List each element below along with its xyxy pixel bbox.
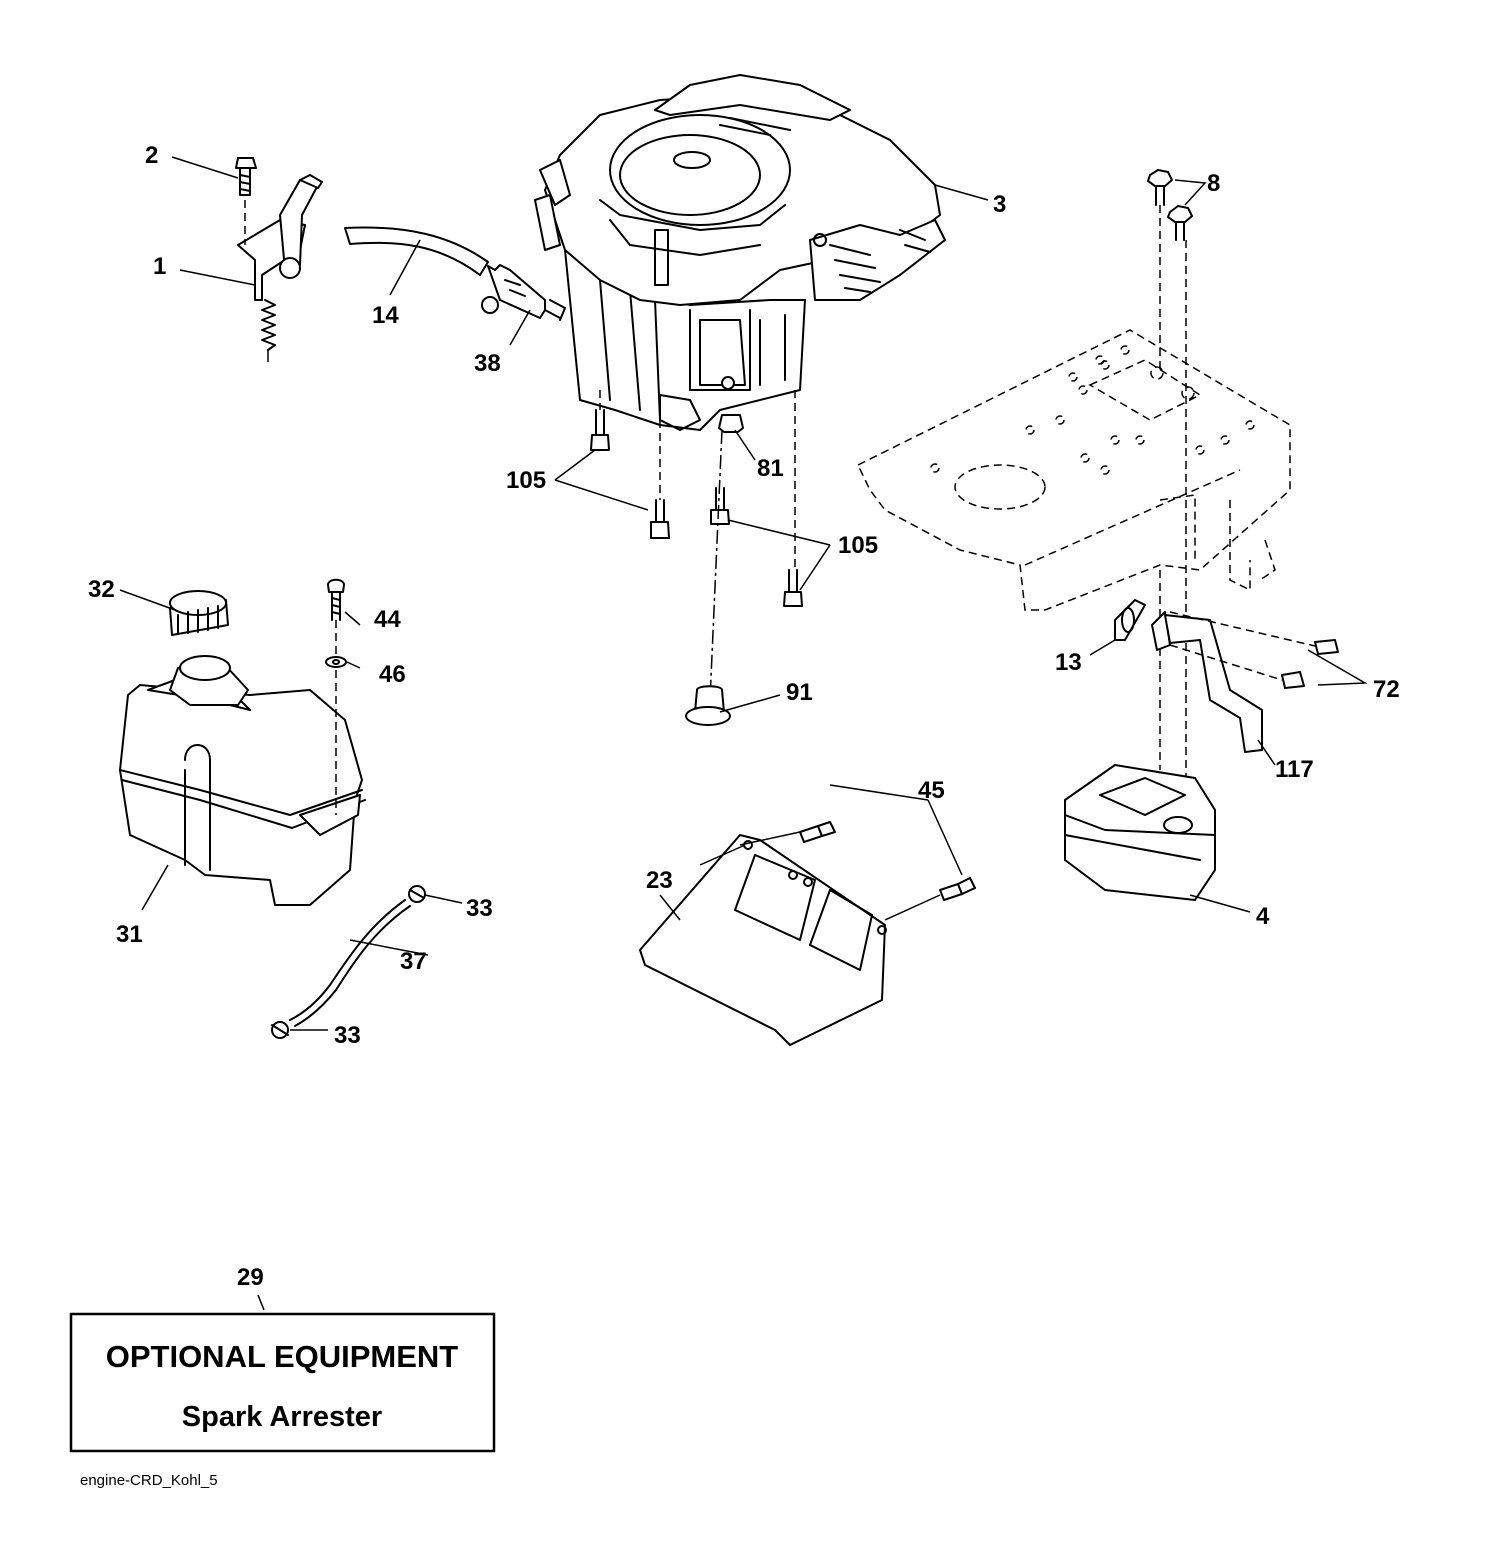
fuel-hose — [271, 885, 426, 1039]
fuel-tank — [119, 590, 366, 906]
callout-13: 13 — [1055, 649, 1082, 676]
engine — [534, 74, 946, 431]
frame — [857, 329, 1291, 611]
muffler-screws — [1147, 169, 1193, 790]
callout-labels: 2 1 3 8 14 38 105 81 105 91 13 72 117 4 … — [88, 142, 1400, 1291]
callout-38: 38 — [474, 350, 501, 377]
callout-32: 32 — [88, 576, 115, 603]
callout-105b: 105 — [838, 532, 878, 559]
callout-1: 1 — [153, 253, 166, 280]
leader-lines — [119, 156, 1368, 1311]
callout-91: 91 — [786, 679, 813, 706]
callout-37: 37 — [400, 948, 427, 975]
throttle-control — [235, 157, 323, 362]
fuel-line-and-filter — [344, 226, 566, 321]
callout-105a: 105 — [506, 467, 546, 494]
callout-31: 31 — [116, 921, 143, 948]
callout-46: 46 — [379, 661, 406, 688]
callout-2: 2 — [145, 142, 158, 169]
optional-equipment-subtitle: Spark Arrester — [182, 1401, 382, 1433]
callout-8: 8 — [1207, 170, 1220, 197]
callout-117: 117 — [1275, 756, 1314, 783]
exhaust-pipe — [1114, 599, 1339, 753]
tank-screw — [325, 578, 347, 815]
callout-14: 14 — [372, 302, 399, 329]
callout-3: 3 — [993, 191, 1006, 218]
callout-44: 44 — [374, 606, 401, 633]
muffler — [1064, 764, 1216, 901]
callout-72: 72 — [1373, 676, 1400, 703]
callout-23: 23 — [646, 867, 673, 894]
callout-4: 4 — [1256, 903, 1270, 930]
callout-33a: 33 — [466, 895, 493, 922]
engine-bolts — [590, 390, 803, 726]
heat-shield — [639, 821, 976, 1046]
drawing-code: engine-CRD_Kohl_5 — [80, 1472, 218, 1489]
callout-29: 29 — [237, 1264, 264, 1291]
callout-33b: 33 — [334, 1022, 361, 1049]
optional-equipment-title: OPTIONAL EQUIPMENT — [106, 1339, 459, 1374]
callout-45: 45 — [918, 777, 945, 804]
optional-equipment-box: OPTIONAL EQUIPMENT Spark Arrester — [69, 1312, 496, 1453]
callout-81: 81 — [757, 455, 784, 482]
